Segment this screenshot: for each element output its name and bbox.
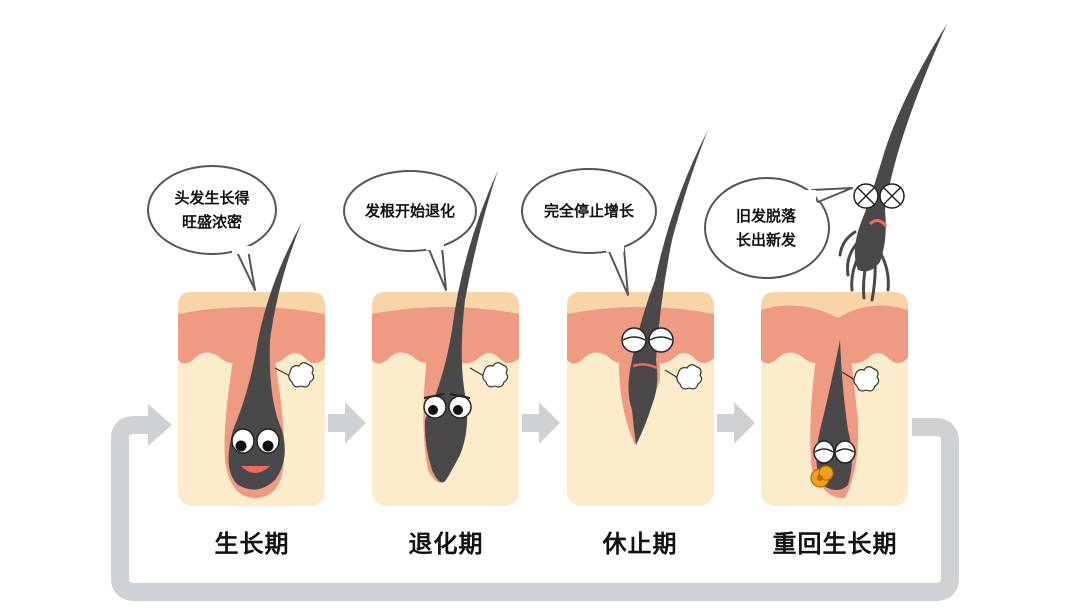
- arrow-2-to-3: [522, 402, 560, 444]
- stage-label-return: 重回生长期: [772, 530, 898, 558]
- panel-return-anagen: [704, 24, 947, 506]
- speech-bubble-anagen: [147, 165, 277, 291]
- arrow-1-to-2: [328, 402, 366, 444]
- speech-bubble-return: [704, 177, 853, 279]
- bubble-text-telogen: 完全停止增长: [527, 199, 651, 223]
- stage-label-telogen: 休止期: [602, 530, 678, 558]
- stage-label-catagen: 退化期: [408, 530, 484, 558]
- bubble-line: 发根开始退化: [364, 202, 455, 220]
- bubble-text-anagen: 头发生长得 旺盛浓密: [152, 186, 272, 234]
- stage-label-anagen: 生长期: [214, 530, 290, 558]
- bubble-line: 长出新发: [735, 231, 796, 249]
- falling-old-hair: [838, 24, 947, 302]
- bubble-line: 完全停止增长: [543, 202, 634, 220]
- bubble-line: 旺盛浓密: [181, 213, 242, 231]
- bubble-text-return: 旧发脱落 长出新发: [710, 204, 822, 252]
- speech-bubble-catagen: [343, 170, 477, 291]
- panel-catagen: [343, 170, 519, 506]
- panel-telogen: [521, 130, 714, 506]
- bubble-text-catagen: 发根开始退化: [348, 199, 472, 223]
- bubble-line: 旧发脱落: [735, 207, 796, 225]
- speech-bubble-telogen: [521, 168, 657, 296]
- arrow-3-to-4: [717, 402, 755, 444]
- bubble-line: 头发生长得: [174, 189, 250, 207]
- cycle-loop-arrow: [111, 404, 959, 601]
- panel-anagen: [147, 165, 325, 506]
- pacifier-icon: [810, 465, 834, 488]
